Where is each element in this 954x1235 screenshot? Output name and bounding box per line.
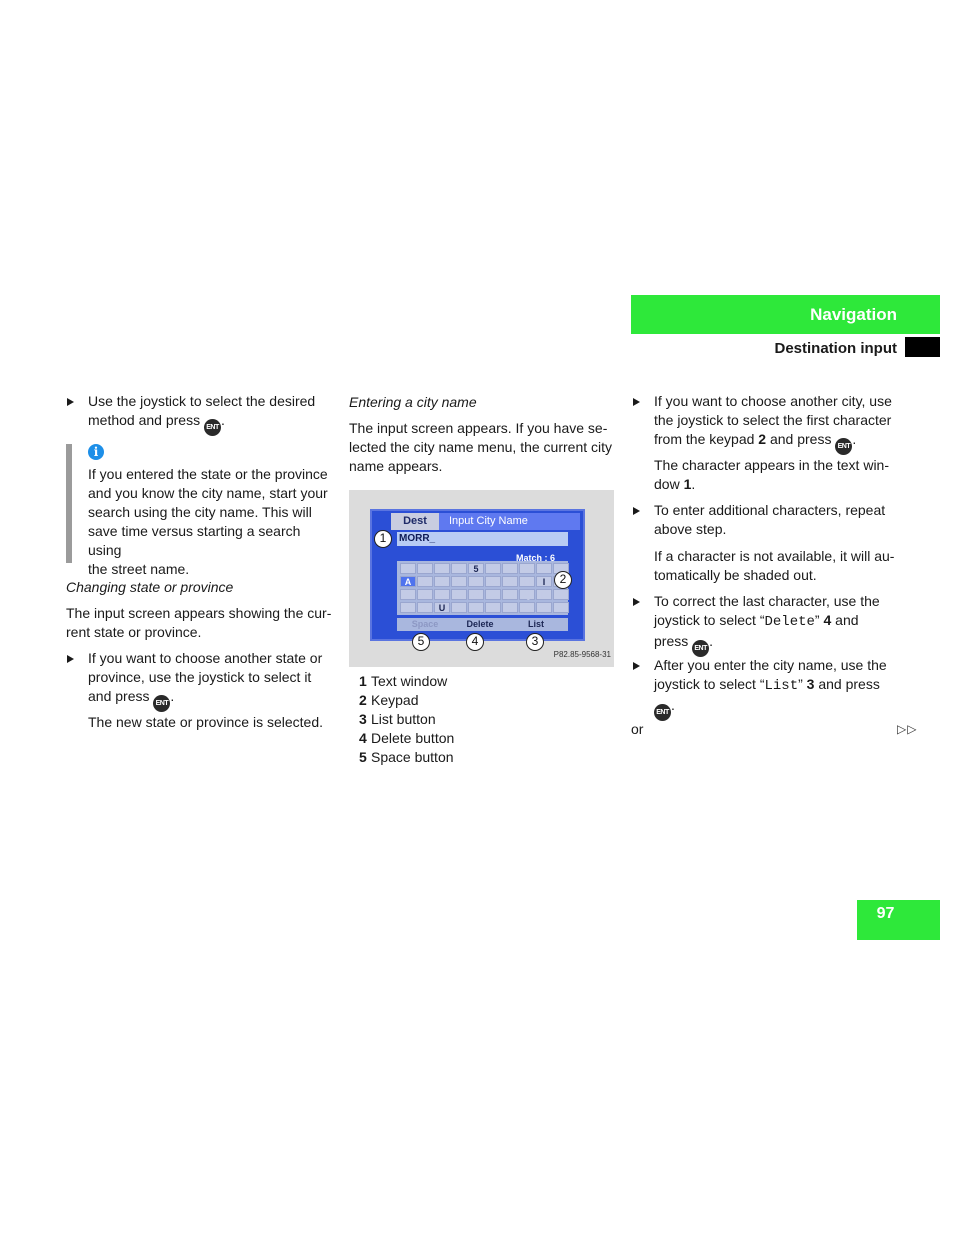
- keypad-key: F: [485, 576, 501, 587]
- or-label: or: [631, 721, 644, 737]
- bullet-arrow-icon: [633, 598, 640, 606]
- keypad-key: W: [468, 602, 484, 613]
- bullet-arrow-icon: [67, 398, 74, 406]
- bullet-arrow-icon: [633, 662, 640, 670]
- info-note-bar: [66, 444, 72, 563]
- info-icon: i: [88, 444, 104, 460]
- keypad-key: M: [451, 589, 467, 600]
- keypad-key: E: [468, 576, 484, 587]
- step-select-method: Use the joystick to select the desired m…: [67, 392, 354, 436]
- keypad-key: [536, 602, 552, 613]
- callout-3: 3: [526, 633, 544, 651]
- keypad-key: V: [451, 602, 467, 613]
- keypad-key: 3: [434, 563, 450, 574]
- space-button: Space: [411, 619, 439, 629]
- step-choose-state: If you want to choose another state or p…: [67, 649, 354, 712]
- keypad-key: K: [417, 589, 433, 600]
- keypad-key: S: [400, 602, 416, 613]
- page-number: 97: [857, 900, 940, 940]
- list-button: List: [527, 619, 544, 629]
- step-select-list: After you enter the city name, use the j…: [633, 656, 904, 721]
- keypad-key: 8: [519, 563, 535, 574]
- keypad-key: U: [434, 602, 450, 613]
- callout-2: 2: [554, 571, 572, 589]
- info-note-text: If you entered the state or the province…: [88, 466, 328, 577]
- heading-city-name: Entering a city name: [349, 394, 477, 410]
- keypad-key: Z: [519, 602, 535, 613]
- bullet-arrow-icon: [67, 655, 74, 663]
- keypad-key: 1: [400, 563, 416, 574]
- enter-key-icon: ENT: [654, 704, 671, 721]
- note-shaded-out: If a character is not available, it will…: [654, 548, 895, 583]
- keypad-key: 6: [485, 563, 501, 574]
- keypad-key: N: [468, 589, 484, 600]
- delete-button: Delete: [466, 619, 494, 629]
- info-note: i If you entered the state or the provin…: [66, 444, 333, 577]
- keypad-key: [553, 589, 569, 600]
- keypad-key: R: [536, 589, 552, 600]
- enter-key-icon: ENT: [692, 640, 710, 657]
- subsection-header: Destination input: [631, 337, 940, 357]
- keypad-key: 7: [502, 563, 518, 574]
- keypad-key: 5: [468, 563, 484, 574]
- enter-key-icon: ENT: [153, 695, 171, 712]
- enter-key-icon: ENT: [203, 419, 221, 436]
- keypad-key: L: [434, 589, 450, 600]
- heading-changing-state: Changing state or province: [66, 579, 234, 595]
- tab-dest: Dest: [391, 513, 439, 530]
- subsection-tab-marker: [905, 337, 940, 357]
- keypad-key: [553, 602, 569, 613]
- step-additional-characters: To enter additional characters, repeat a…: [633, 501, 904, 539]
- step-correct-character: To correct the last character, use the j…: [633, 592, 904, 657]
- keypad-key: T: [417, 602, 433, 613]
- keypad-key: 9: [536, 563, 552, 574]
- keypad-key: D: [451, 576, 467, 587]
- keypad-key: Q: [519, 589, 535, 600]
- keypad-key: P: [502, 589, 518, 600]
- keypad-key: J: [400, 589, 416, 600]
- tab-input-city-name: Input City Name: [439, 513, 580, 530]
- keypad-key: A: [400, 576, 416, 587]
- subsection-title: Destination input: [774, 340, 898, 357]
- text-window: MORR_: [397, 532, 568, 546]
- result-character-appears: The character appears in the text win- d…: [654, 457, 890, 492]
- result-state-selected: The new state or province is selected.: [88, 714, 324, 730]
- bullet-arrow-icon: [633, 398, 640, 406]
- callout-4: 4: [466, 633, 484, 651]
- section-title: Navigation: [810, 305, 897, 324]
- continued-arrows-icon: ▷▷: [897, 722, 918, 736]
- callout-5: 5: [412, 633, 430, 651]
- keypad-key: 2: [417, 563, 433, 574]
- button-row: Space Delete List: [397, 618, 568, 631]
- keypad-key: 4: [451, 563, 467, 574]
- paragraph-state-intro: The input screen appears showing the cur…: [66, 605, 332, 640]
- step-choose-city: If you want to choose another city, use …: [633, 392, 904, 455]
- keypad-key: H: [519, 576, 535, 587]
- figure-code: P82.85-9568-31: [553, 650, 611, 659]
- keypad-key: O: [485, 589, 501, 600]
- callout-1: 1: [374, 530, 392, 548]
- keypad-key: C: [434, 576, 450, 587]
- keypad-key: B: [417, 576, 433, 587]
- keypad-key: G: [502, 576, 518, 587]
- keypad-key: X: [485, 602, 501, 613]
- paragraph-city-intro: The input screen appears. If you have se…: [349, 420, 613, 474]
- bullet-arrow-icon: [633, 507, 640, 515]
- keypad-key: I: [536, 576, 552, 587]
- section-header: Navigation: [631, 295, 940, 334]
- match-count: Match : 6: [516, 553, 556, 563]
- enter-key-icon: ENT: [835, 438, 853, 455]
- keypad-key: Y: [502, 602, 518, 613]
